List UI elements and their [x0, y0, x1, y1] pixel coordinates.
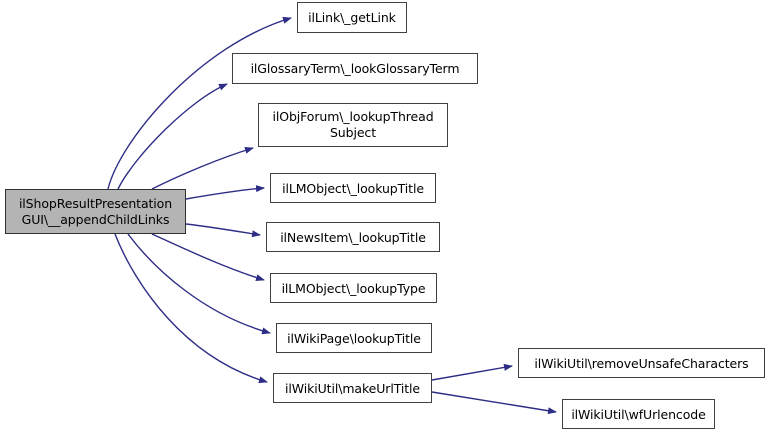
node-ilNewsItem_lookupTitle[interactable]: ilNewsItem\_lookupTitle — [266, 222, 440, 252]
call-edge-root-to-ilGlossaryTerm_lookGlossaryTerm — [117, 83, 228, 190]
node-ilWikiPage_lookupTitle[interactable]: ilWikiPage\lookupTitle — [276, 323, 432, 353]
node-ilWikiUtil_wfUrlencode[interactable]: ilWikiUtil\wfUrlencode — [562, 399, 715, 429]
node-ilWikiUtil_removeUnsafeCharacters[interactable]: ilWikiUtil\removeUnsafeCharacters — [518, 348, 765, 378]
node-ilLMObject_lookupTitle[interactable]: ilLMObject\_lookupTitle — [270, 173, 436, 203]
call-edge-root-to-ilNewsItem_lookupTitle — [185, 223, 261, 238]
node-ilGlossaryTerm_lookGlossaryTerm[interactable]: ilGlossaryTerm\_lookGlossaryTerm — [232, 53, 478, 84]
call-edge-root-to-ilWikiUtil_makeUrlTitle — [114, 233, 268, 384]
node-ilObjForum_lookupThreadSubject[interactable]: ilObjForum\_lookupThread Subject — [258, 103, 448, 147]
call-edge-ilWikiUtil_makeUrlTitle-to-ilWikiUtil_wfUrlencode — [431, 391, 557, 415]
node-ilLink_getLink[interactable]: ilLink\_getLink — [297, 2, 407, 33]
call-edge-root-to-ilObjForum_lookupThreadSubject — [151, 146, 254, 190]
node-ilLMObject_lookupType[interactable]: ilLMObject\_lookupType — [270, 273, 437, 303]
call-edge-root-to-ilLMObject_lookupTitle — [185, 185, 265, 200]
node-ilWikiUtil_makeUrlTitle[interactable]: ilWikiUtil\makeUrlTitle — [273, 373, 432, 403]
call-edge-root-to-ilLMObject_lookupType — [151, 233, 265, 281]
call-edge-ilWikiUtil_makeUrlTitle-to-ilWikiUtil_removeUnsafeCharacters — [431, 363, 513, 381]
call-edge-root-to-ilWikiPage_lookupTitle — [127, 233, 271, 335]
node-root[interactable]: ilShopResultPresentation GUI\__appendChi… — [5, 189, 186, 234]
